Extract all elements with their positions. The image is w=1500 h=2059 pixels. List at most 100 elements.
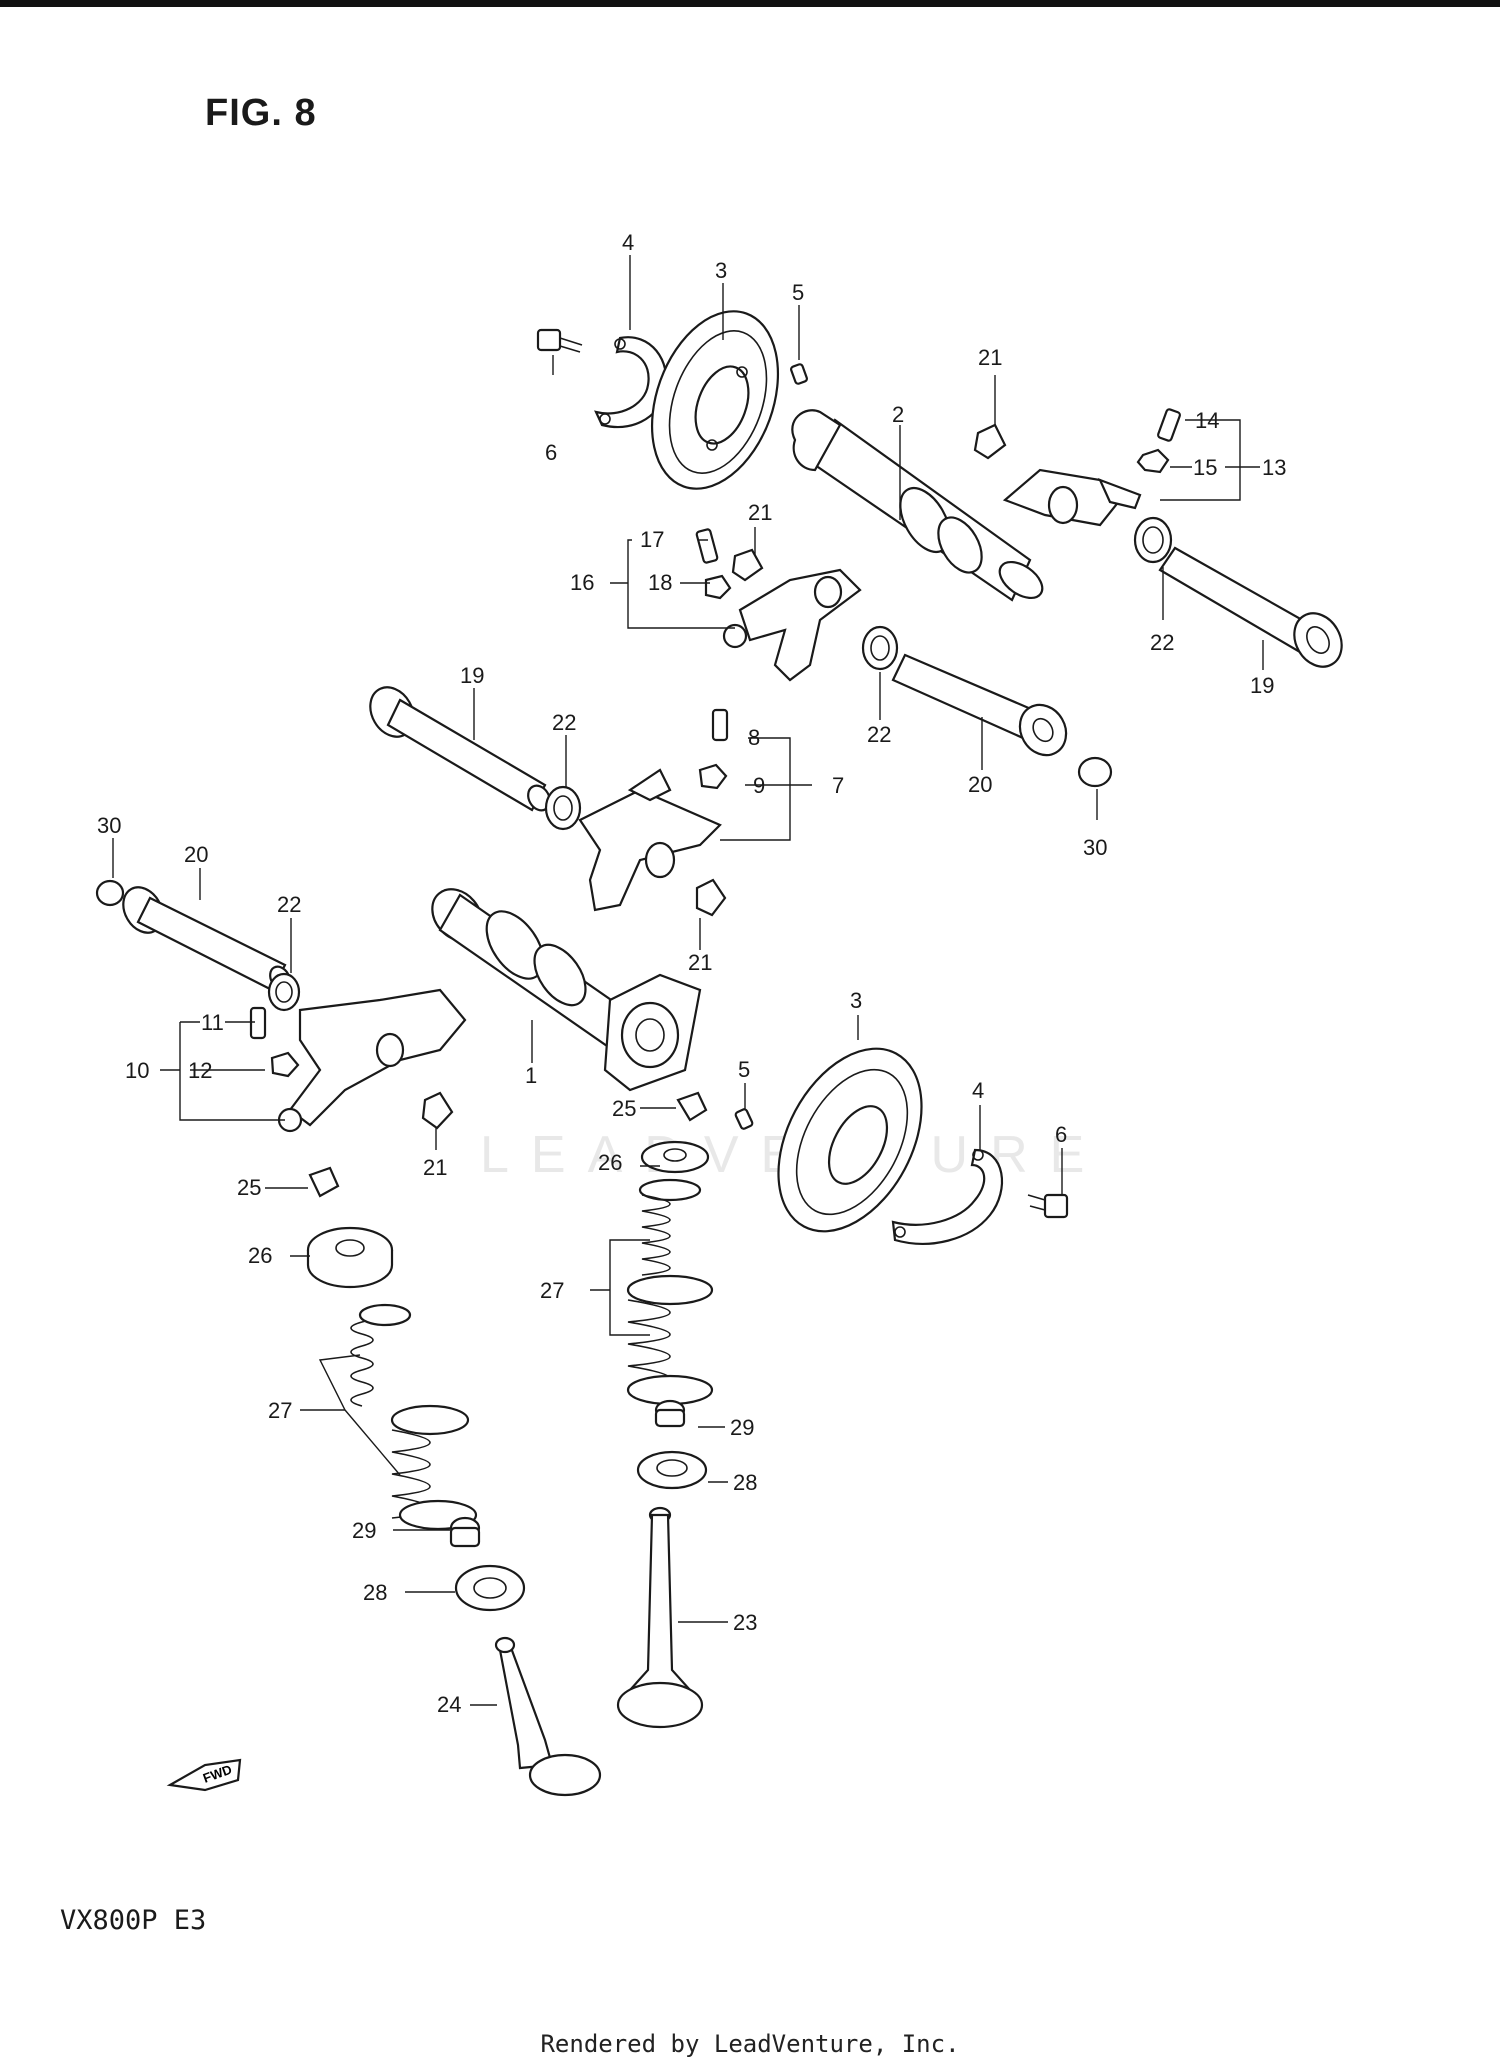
part-washer-22-upper-right[interactable] — [1133, 516, 1173, 564]
callout-27-right: 27 — [540, 1278, 564, 1303]
part-bolt-upper[interactable] — [536, 328, 583, 353]
callout-26-left: 26 — [248, 1243, 272, 1268]
part-camshaft-upper[interactable] — [791, 409, 1048, 605]
part-spring-27-outer-right[interactable] — [626, 1274, 714, 1406]
part-nut-9[interactable] — [698, 763, 728, 790]
callout-9: 9 — [753, 773, 765, 798]
part-spring-27-outer-left[interactable] — [390, 1404, 478, 1531]
part-retainer-26-left[interactable] — [306, 1226, 394, 1289]
callout-22-middle: 22 — [552, 710, 576, 735]
part-washer-21-upper-right[interactable] — [973, 423, 1007, 460]
callout-15: 15 — [1193, 455, 1217, 480]
render-credit: Rendered by LeadVenture, Inc. — [540, 2030, 960, 2058]
fwd-arrow-icon: FWD — [166, 1758, 242, 1792]
callout-1: 1 — [525, 1063, 537, 1088]
leader-lines — [112, 255, 1264, 1706]
callout-4-upper: 4 — [622, 230, 634, 255]
callout-4-lower: 4 — [972, 1078, 984, 1103]
part-seal-29-left[interactable] — [449, 1516, 481, 1548]
callout-21-middle: 21 — [688, 950, 712, 975]
part-circlip-upper[interactable] — [594, 336, 668, 429]
part-valve-23-intake[interactable] — [616, 1506, 704, 1729]
part-rocker-shaft-20-upper-middle[interactable] — [891, 653, 1075, 764]
part-adjuster-screw-11[interactable] — [249, 1006, 267, 1040]
callout-3-upper: 3 — [715, 258, 727, 283]
callout-2: 2 — [892, 402, 904, 427]
callout-8: 8 — [748, 725, 760, 750]
callout-22-lower-left: 22 — [277, 892, 301, 917]
callout-26-right: 26 — [598, 1150, 622, 1175]
callout-5-lower: 5 — [738, 1057, 750, 1082]
callout-24: 24 — [437, 1692, 461, 1717]
part-nut-15[interactable] — [1136, 448, 1170, 474]
part-cotter-25-left[interactable] — [308, 1166, 340, 1198]
callout-13: 13 — [1262, 455, 1286, 480]
part-spring-27-inner-left[interactable] — [350, 1303, 412, 1407]
callout-10: 10 — [125, 1058, 149, 1083]
callout-27-left: 27 — [268, 1398, 292, 1423]
callout-25-right: 25 — [612, 1096, 636, 1121]
part-rocker-shaft-19-left[interactable] — [362, 679, 554, 814]
callout-30-right: 30 — [1083, 835, 1107, 860]
part-rocker-arm-upper-right[interactable] — [1002, 468, 1142, 527]
part-rocker-shaft-19-upper-right[interactable] — [1158, 546, 1351, 675]
part-rocker-arm-middle[interactable] — [578, 768, 722, 912]
callout-6-upper: 6 — [545, 440, 557, 465]
part-bolt-lower[interactable] — [1027, 1193, 1069, 1219]
callout-11: 11 — [201, 1010, 224, 1035]
part-camshaft-lower[interactable] — [422, 879, 702, 1092]
part-nut-12[interactable] — [270, 1051, 300, 1078]
callout-22-upper-middle: 22 — [867, 722, 891, 747]
part-adjuster-screw-17[interactable] — [695, 528, 719, 564]
callout-labels: 4 3 5 6 2 21 14 15 13 22 19 21 17 16 18 … — [97, 230, 1286, 1717]
part-seal-29-right[interactable] — [654, 1399, 686, 1428]
callout-14: 14 — [1195, 408, 1219, 433]
callout-28-left: 28 — [363, 1580, 387, 1605]
part-dowel-pin-upper[interactable] — [790, 363, 808, 385]
callout-19-right: 19 — [1250, 673, 1274, 698]
callout-6-lower: 6 — [1055, 1122, 1067, 1147]
part-plug-30-right[interactable] — [1077, 756, 1113, 788]
part-dowel-pin-lower[interactable] — [734, 1108, 754, 1130]
part-washer-22-middle[interactable] — [544, 785, 582, 831]
part-rocker-shaft-20-left[interactable] — [115, 880, 293, 993]
part-rocker-arm-lower-left[interactable] — [277, 988, 467, 1133]
callout-22-upper-right: 22 — [1150, 630, 1174, 655]
callout-29-right: 29 — [730, 1415, 754, 1440]
callout-30-left: 30 — [97, 813, 121, 838]
part-adjuster-screw-14[interactable] — [1157, 408, 1181, 442]
figure-title: FIG. 8 — [205, 92, 317, 134]
part-washer-21-middle[interactable] — [695, 878, 727, 917]
callout-21-upper-middle: 21 — [748, 500, 772, 525]
callout-16: 16 — [570, 570, 594, 595]
part-cam-gear-lower[interactable] — [749, 1024, 951, 1255]
part-washer-21-upper-middle[interactable] — [731, 548, 764, 582]
part-cotter-25-right[interactable] — [676, 1091, 708, 1122]
callout-23: 23 — [733, 1610, 757, 1635]
part-spring-27-inner-right[interactable] — [638, 1178, 702, 1276]
part-retainer-26-right[interactable] — [640, 1140, 710, 1174]
callout-7: 7 — [832, 773, 844, 798]
part-rocker-arm-upper-middle[interactable] — [722, 568, 862, 682]
top-border — [0, 0, 1500, 7]
part-seat-28-right[interactable] — [636, 1450, 708, 1490]
callout-21-upper-right: 21 — [978, 345, 1002, 370]
part-valve-24-exhaust[interactable] — [494, 1636, 602, 1797]
part-washer-22-upper-middle[interactable] — [861, 625, 899, 671]
part-seat-28-left[interactable] — [454, 1564, 526, 1612]
part-cam-gear-upper[interactable] — [629, 294, 801, 507]
part-circlip-lower[interactable] — [891, 1148, 1004, 1245]
callout-3-lower: 3 — [850, 988, 862, 1013]
part-adjuster-screw-8[interactable] — [711, 708, 729, 742]
part-plug-30-left[interactable] — [95, 879, 125, 907]
callout-17: 17 — [640, 527, 664, 552]
part-washer-21-lower-left[interactable] — [421, 1091, 454, 1130]
part-nut-18[interactable] — [704, 574, 732, 600]
callout-25-left: 25 — [237, 1175, 261, 1200]
part-washer-22-lower-left[interactable] — [267, 972, 301, 1012]
callout-28-right: 28 — [733, 1470, 757, 1495]
callout-18: 18 — [648, 570, 672, 595]
callout-12: 12 — [188, 1058, 212, 1083]
callout-21-lower-left: 21 — [423, 1155, 447, 1180]
